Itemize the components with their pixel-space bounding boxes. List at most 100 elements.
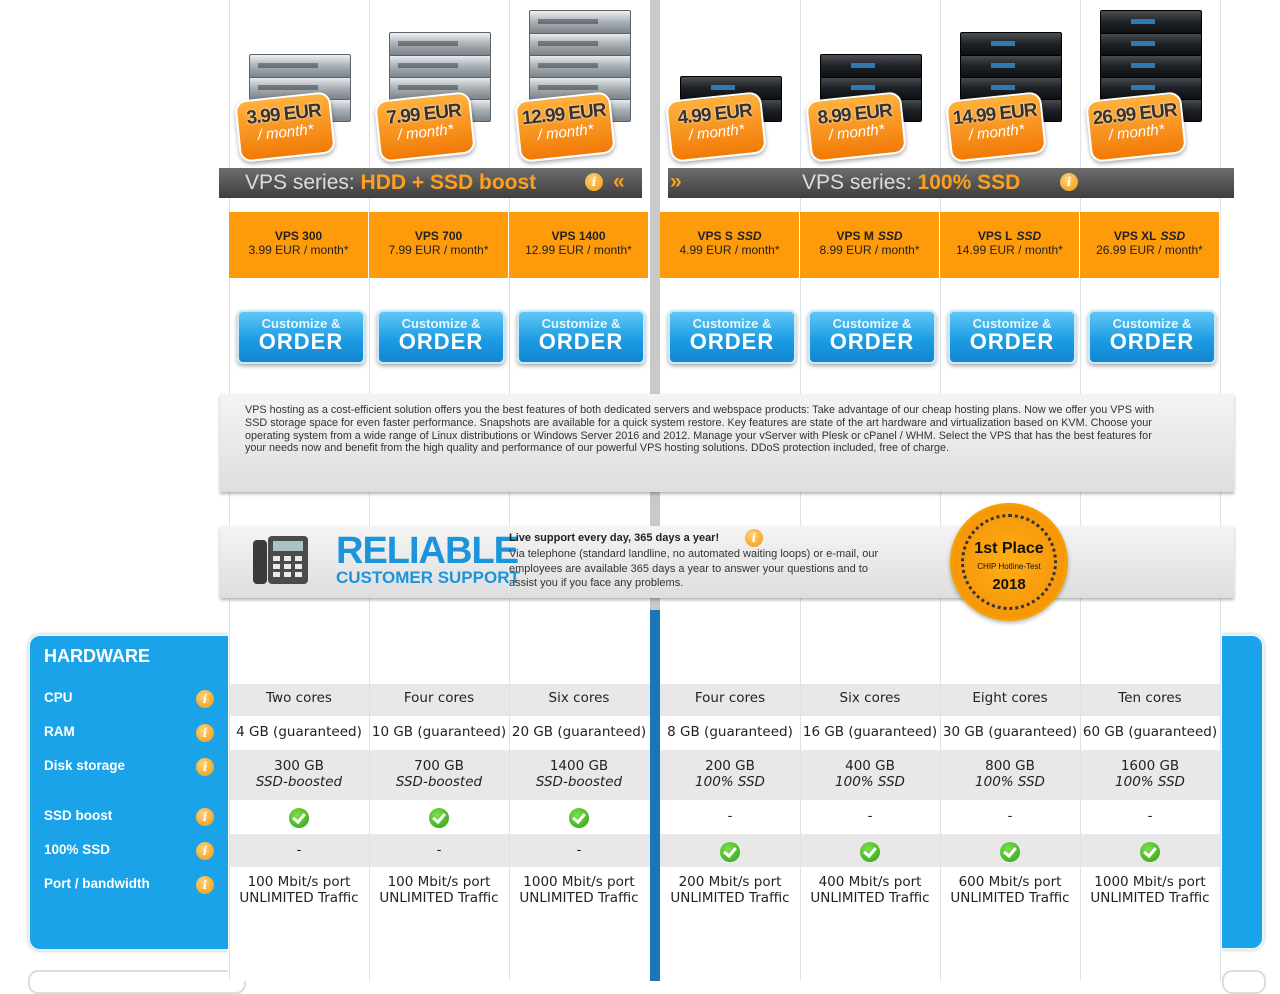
hardware-panel xyxy=(28,634,246,951)
server-unit xyxy=(529,76,631,100)
ram-value: 20 GB (guaranteed) xyxy=(511,724,647,740)
server-unit xyxy=(529,10,631,34)
check-icon xyxy=(289,808,309,828)
dash: - xyxy=(436,842,442,858)
ram-value: 4 GB (guaranteed) xyxy=(236,724,362,740)
server-slot xyxy=(398,41,458,46)
series-bar-hdd: VPS series: HDD + SSD boost i « xyxy=(219,168,642,198)
cpu-value: Six cores xyxy=(548,690,610,706)
check-icon xyxy=(860,842,880,862)
ram-value: 60 GB (guaranteed) xyxy=(1082,724,1218,740)
support-title: RELIABLE xyxy=(336,530,519,572)
server-slot xyxy=(1131,41,1155,46)
cpu-value: Six cores xyxy=(839,690,901,706)
ssd-boost-value: - xyxy=(660,808,800,824)
price-badge: 12.99 EUR/ month* xyxy=(514,91,616,163)
plan-tag: SSD xyxy=(1160,229,1186,243)
plan-name: VPS 700 xyxy=(369,229,508,243)
disk-size: 800 GB xyxy=(985,758,1035,774)
dash: - xyxy=(1007,808,1013,824)
dash: - xyxy=(727,808,733,824)
hardware-row-label: RAM xyxy=(44,724,75,739)
disk-type: SSD-boosted xyxy=(535,774,623,790)
price-badge: 3.99 EUR/ month* xyxy=(234,91,336,163)
server-unit xyxy=(389,32,491,56)
server-slot xyxy=(398,63,458,68)
customize-order-button[interactable]: Customize &ORDER xyxy=(668,310,796,364)
disk-type: 100% SSD xyxy=(975,774,1045,790)
customize-order-button[interactable]: Customize &ORDER xyxy=(377,310,505,364)
check-icon xyxy=(569,808,589,828)
plan-name-text: VPS L xyxy=(977,229,1013,243)
info-icon[interactable]: i xyxy=(196,842,214,860)
info-icon[interactable]: i xyxy=(196,724,214,742)
info-icon[interactable]: i xyxy=(196,808,214,826)
support-body: Via telephone (standard landline, no aut… xyxy=(509,548,879,589)
order-button-line1: Customize & xyxy=(832,316,912,331)
hardware-row-label: CPU xyxy=(44,690,73,705)
info-icon[interactable]: i xyxy=(1060,173,1078,191)
dash: - xyxy=(867,808,873,824)
price-badge: 7.99 EUR/ month* xyxy=(374,91,476,163)
medal-subtitle: CHIP Hotline-Test xyxy=(977,562,1041,571)
plan-name-text: VPS 1400 xyxy=(551,229,606,243)
dash: - xyxy=(296,842,302,858)
info-icon[interactable]: i xyxy=(196,876,214,894)
info-icon[interactable]: i xyxy=(196,690,214,708)
server-slot xyxy=(538,19,598,24)
plan-name-text: VPS S xyxy=(697,229,733,243)
customize-order-button[interactable]: Customize &ORDER xyxy=(808,310,936,364)
price-badge: 14.99 EUR/ month* xyxy=(945,91,1047,163)
customize-order-button[interactable]: Customize &ORDER xyxy=(517,310,645,364)
server-slot xyxy=(258,85,318,90)
order-button-line1: Customize & xyxy=(401,316,481,331)
plan-name-text: VPS M xyxy=(836,229,874,243)
full-ssd-value xyxy=(800,842,940,866)
server-unit xyxy=(1100,54,1202,78)
plan-price: 14.99 EUR / month* xyxy=(956,243,1063,257)
disk-type: 100% SSD xyxy=(1115,774,1185,790)
info-icon[interactable]: i xyxy=(196,758,214,776)
port-speed: 400 Mbit/s port xyxy=(818,874,922,890)
server-slot xyxy=(711,85,735,90)
order-button-line2: ORDER xyxy=(689,329,775,354)
plan-name-text: VPS 300 xyxy=(274,229,323,243)
traffic: UNLIMITED Traffic xyxy=(1090,890,1210,906)
medal-year: 2018 xyxy=(992,576,1026,593)
full-ssd-value: - xyxy=(509,842,649,858)
series-ssd-highlight: 100% SSD xyxy=(917,171,1021,194)
plan-tag: SSD xyxy=(1016,229,1042,243)
plan-price: 7.99 EUR / month* xyxy=(388,243,489,257)
customize-order-button[interactable]: Customize &ORDER xyxy=(237,310,365,364)
customize-order-button[interactable]: Customize &ORDER xyxy=(1088,310,1216,364)
server-unit xyxy=(249,54,351,78)
ssd-boost-value xyxy=(509,808,649,832)
port-speed: 100 Mbit/s port xyxy=(247,874,351,890)
hardware-row-label: Port / bandwidth xyxy=(44,876,150,891)
disk-size: 1400 GB xyxy=(549,758,609,774)
hardware-title: HARDWARE xyxy=(44,646,150,666)
medal-place: 1st Place xyxy=(974,540,1044,557)
hardware-row-label: Disk storage xyxy=(44,758,126,773)
server-unit xyxy=(1100,32,1202,56)
price-badge: 4.99 EUR/ month* xyxy=(665,91,767,163)
info-icon[interactable]: i xyxy=(585,173,603,191)
info-icon[interactable]: i xyxy=(745,529,763,547)
check-icon xyxy=(1000,842,1020,862)
hardware-row-label: SSD boost xyxy=(44,808,113,823)
traffic: UNLIMITED Traffic xyxy=(239,890,359,906)
series-bar-ssd: » VPS series: 100% SSD i xyxy=(668,168,1234,198)
server-unit xyxy=(820,54,922,78)
support-subtitle: CUSTOMER SUPPORT xyxy=(336,568,520,587)
customize-order-button[interactable]: Customize &ORDER xyxy=(948,310,1076,364)
ssd-boost-value: - xyxy=(1080,808,1220,824)
